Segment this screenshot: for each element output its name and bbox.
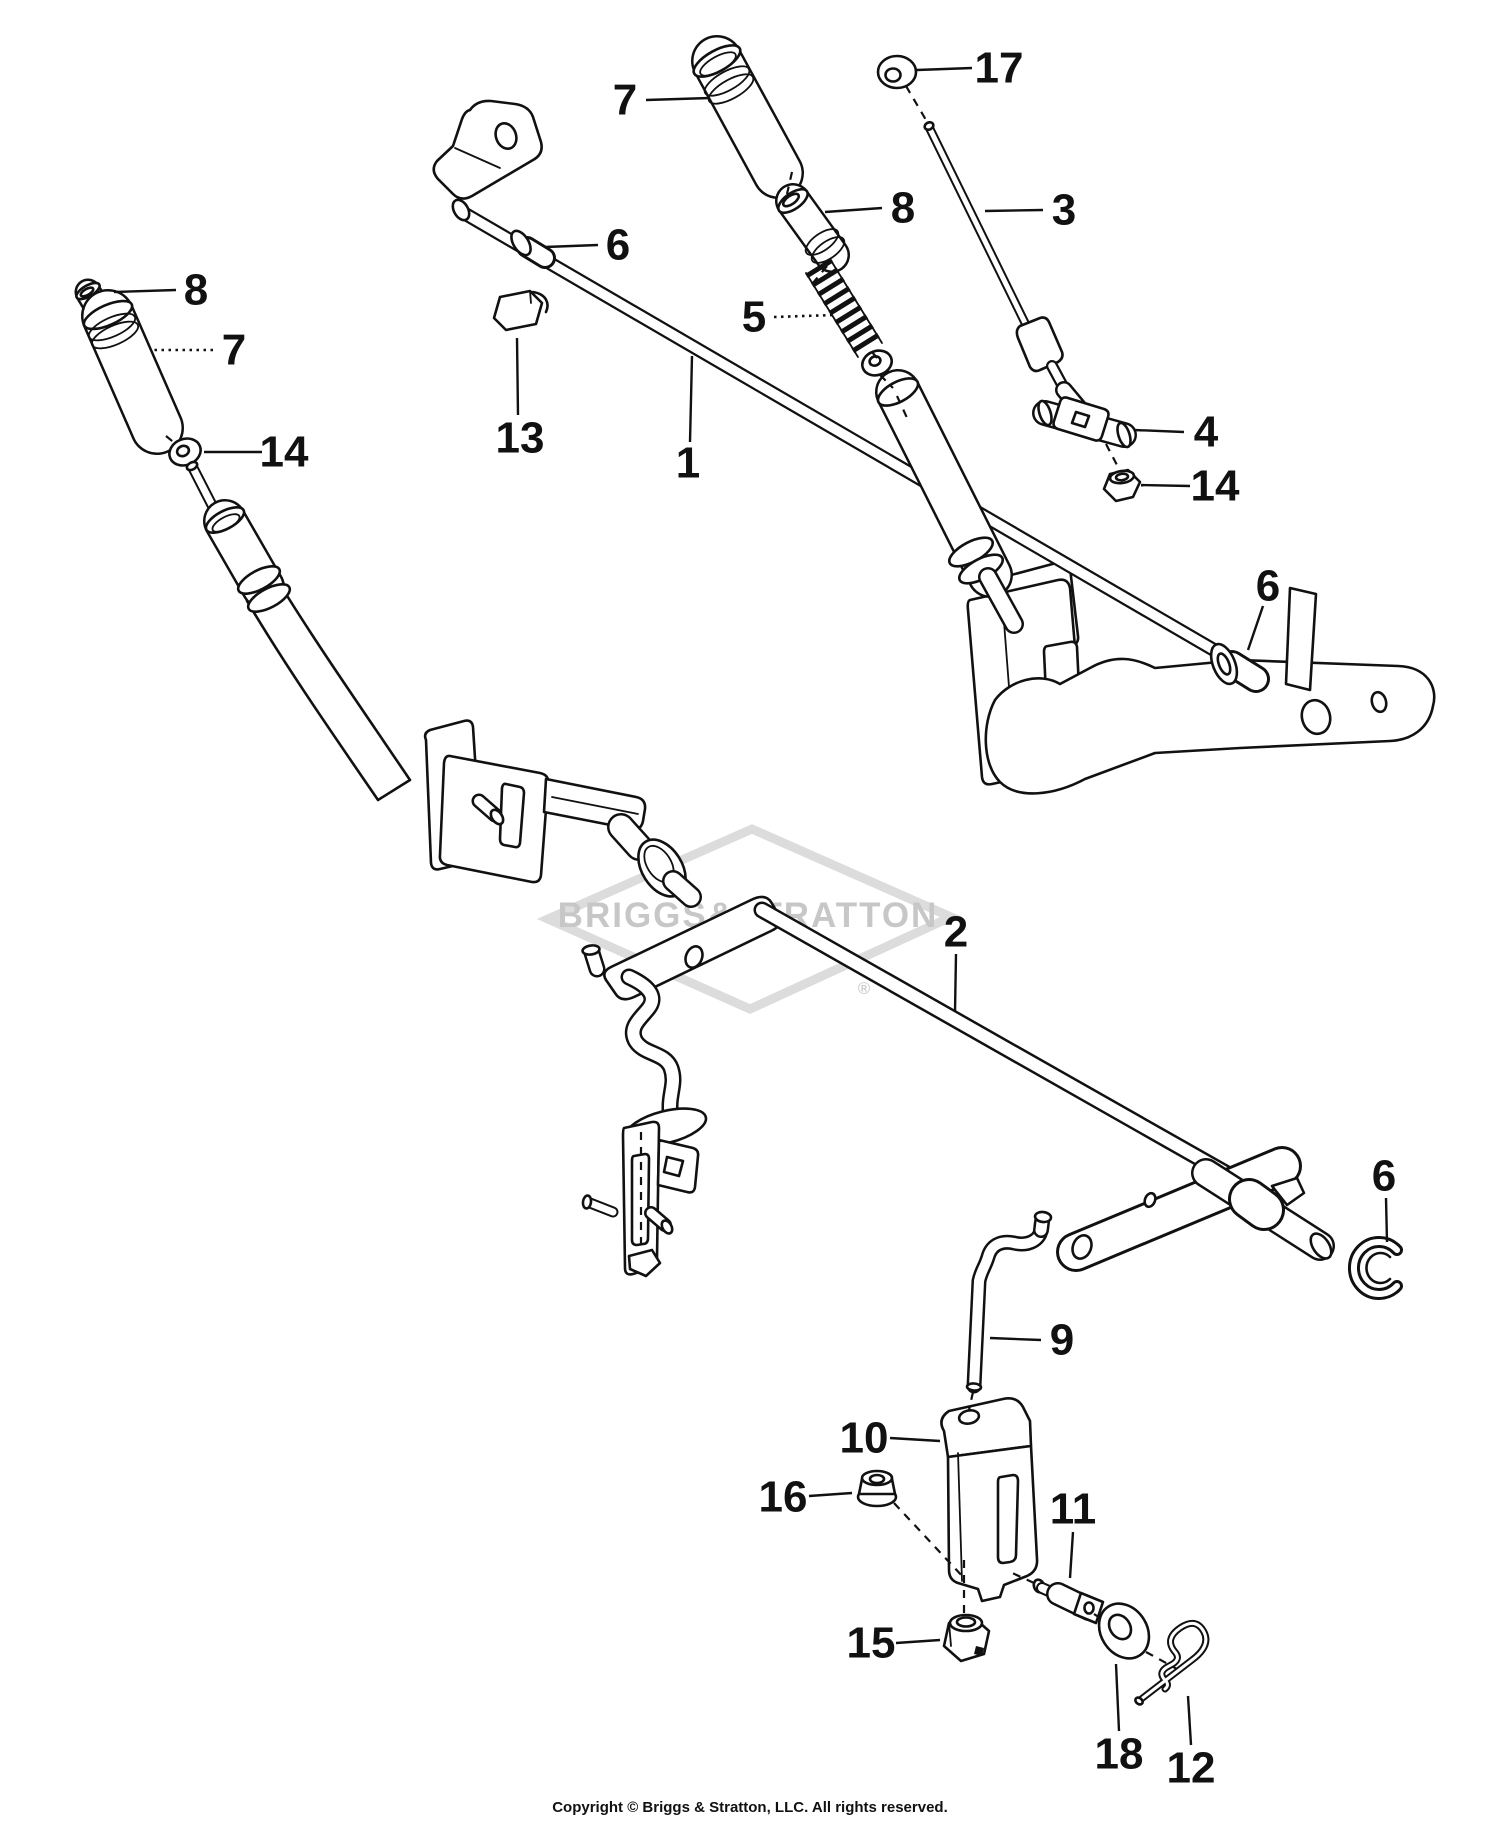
callout-leader-13 bbox=[515, 337, 520, 416]
callout-leader-17 bbox=[916, 66, 973, 72]
bracket-hole bbox=[494, 122, 518, 150]
callout-18: 18 bbox=[1095, 1730, 1144, 1779]
bracket-arm bbox=[984, 657, 1436, 795]
part-7-grip-top bbox=[691, 35, 804, 199]
callout-8-left: 8 bbox=[184, 266, 208, 315]
part-4-trunnion bbox=[1032, 396, 1137, 449]
part-spring-washer bbox=[861, 349, 893, 377]
callout-leader-14-right bbox=[1140, 483, 1191, 488]
callout-leader-8-left bbox=[113, 288, 177, 294]
part-13-clip bbox=[492, 289, 549, 332]
part-15-lock-nut bbox=[942, 1613, 991, 1663]
callout-6-top: 6 bbox=[606, 221, 630, 270]
callout-leader-16 bbox=[808, 1491, 853, 1498]
callout-3: 3 bbox=[1052, 186, 1076, 235]
bracket-hole-large bbox=[1300, 698, 1332, 736]
part-link-plate bbox=[603, 895, 782, 1001]
callout-leader-9 bbox=[989, 1336, 1042, 1342]
callout-6-right: 6 bbox=[1256, 562, 1280, 611]
part-1-bracket bbox=[432, 99, 543, 200]
part-14-nut-right bbox=[1102, 468, 1142, 503]
callout-leader-2 bbox=[953, 953, 958, 1013]
callout-9: 9 bbox=[1050, 1316, 1074, 1365]
link-plate-hole bbox=[684, 945, 704, 969]
part-6-collar-top bbox=[510, 229, 556, 269]
part-2-rod bbox=[753, 901, 1245, 1188]
part-10-bracket bbox=[940, 1397, 1039, 1603]
callout-leader-4 bbox=[1133, 428, 1185, 434]
callout-leader-11 bbox=[1068, 1531, 1075, 1579]
callout-leader-7-top bbox=[645, 96, 711, 102]
part-18-washer bbox=[1097, 1602, 1151, 1660]
hidden-line-dashes bbox=[165, 85, 1178, 1670]
part-link-pin bbox=[581, 944, 606, 978]
callout-5: 5 bbox=[742, 293, 766, 342]
part-right-bracket-weldment bbox=[966, 560, 1436, 795]
callout-16: 16 bbox=[759, 1473, 808, 1522]
part-8-bushing-mid bbox=[775, 183, 850, 273]
damper-taper bbox=[245, 584, 412, 802]
part-11-bolt bbox=[1032, 1578, 1105, 1625]
callout-10: 10 bbox=[840, 1414, 889, 1463]
part-3-rod bbox=[923, 120, 1099, 430]
part-left-bracket bbox=[423, 719, 550, 884]
part-s-tube bbox=[620, 968, 682, 1123]
callout-leader-6-right bbox=[1246, 605, 1265, 651]
bracket-hole-small bbox=[1370, 690, 1388, 714]
callout-7-top: 7 bbox=[613, 76, 637, 125]
part-6-e-clip bbox=[1347, 1236, 1403, 1300]
arm-hole-small bbox=[1143, 1191, 1157, 1209]
callout-14-left: 14 bbox=[260, 428, 309, 477]
callout-17: 17 bbox=[975, 44, 1024, 93]
bracket-10-hole bbox=[957, 1409, 981, 1425]
callout-11: 11 bbox=[1050, 1485, 1097, 1534]
callout-leader-8-mid bbox=[824, 206, 883, 214]
part-7-grip-left bbox=[81, 289, 184, 455]
callout-15: 15 bbox=[847, 1619, 896, 1668]
callout-1: 1 bbox=[676, 439, 700, 488]
watermark-emblem-outline bbox=[536, 824, 962, 1014]
bracket-tab bbox=[1284, 586, 1318, 692]
callout-leader-18 bbox=[1114, 1663, 1121, 1732]
part-left-damper bbox=[185, 460, 412, 802]
callout-leader-10 bbox=[889, 1436, 941, 1443]
callout-14-right: 14 bbox=[1191, 462, 1240, 511]
part-center-clevis bbox=[581, 1107, 708, 1278]
bracket-10-slot bbox=[996, 1473, 1020, 1565]
callout-leader-12 bbox=[1186, 1695, 1193, 1746]
callout-13: 13 bbox=[496, 414, 545, 463]
watermark-registered-icon: ® bbox=[858, 979, 871, 998]
bracket-slot bbox=[498, 782, 526, 849]
part-6-collar-right bbox=[1209, 642, 1270, 693]
callout-leader-6-top bbox=[544, 243, 599, 249]
callout-7-left: 7 bbox=[222, 326, 246, 375]
part-12-hairpin-clip bbox=[1134, 1619, 1210, 1706]
part-receiver-tube bbox=[875, 369, 1024, 634]
callout-leader-1 bbox=[688, 355, 694, 443]
part-16-flange-nut bbox=[856, 1469, 898, 1508]
callout-2: 2 bbox=[944, 908, 968, 957]
callout-leader-3 bbox=[984, 208, 1044, 213]
callout-6-bottom: 6 bbox=[1372, 1152, 1396, 1201]
callout-4: 4 bbox=[1194, 408, 1219, 457]
part-5-spring bbox=[805, 258, 883, 358]
callout-leader-15 bbox=[895, 1638, 941, 1645]
callout-12: 12 bbox=[1167, 1744, 1216, 1793]
part-left-arm bbox=[542, 777, 702, 908]
part-1-lift-rod bbox=[451, 198, 1245, 671]
callout-leader-6-bottom bbox=[1384, 1197, 1389, 1243]
part-link-arm-bottom bbox=[1056, 1146, 1335, 1272]
part-17-washer bbox=[876, 54, 918, 90]
arm-hole bbox=[1071, 1234, 1093, 1260]
callout-8-mid: 8 bbox=[891, 184, 915, 233]
part-9-rod bbox=[965, 1210, 1053, 1394]
callout-leader-5 bbox=[773, 313, 835, 319]
